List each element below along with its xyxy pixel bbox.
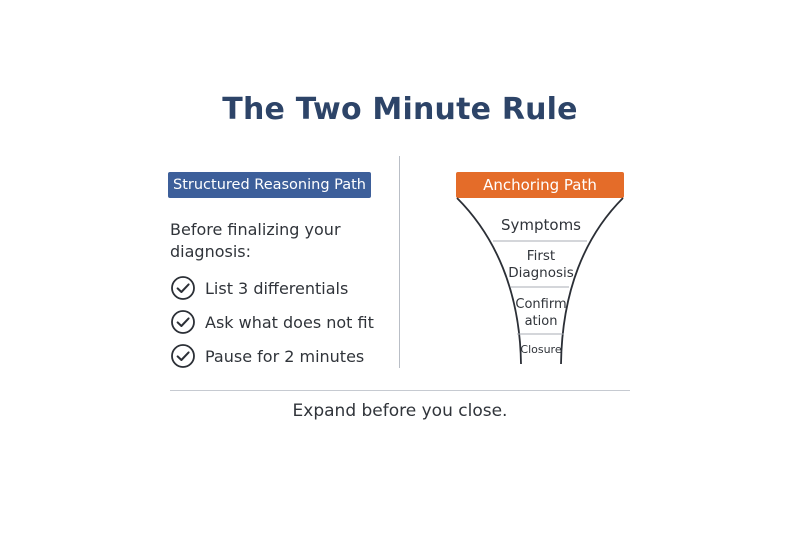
checklist-item: Pause for 2 minutes (170, 339, 374, 373)
footer-divider (170, 390, 630, 391)
column-divider (399, 156, 400, 368)
funnel-stage-closure: Closure (512, 343, 570, 356)
check-circle-icon (170, 309, 196, 335)
checklist-item-label: Pause for 2 minutes (205, 346, 365, 366)
structured-path-label: Structured Reasoning Path (168, 172, 371, 198)
funnel-stage-label: First Diagnosis (508, 248, 574, 281)
funnel-left-edge (456, 197, 522, 365)
funnel-right-edge (560, 197, 624, 365)
funnel-stage-symptoms: Symptoms (488, 216, 594, 234)
anchoring-funnel (456, 197, 624, 365)
structured-checklist: List 3 differentials Ask what does not f… (170, 271, 374, 373)
checklist-item: Ask what does not fit (170, 305, 374, 339)
anchoring-path-label: Anchoring Path (456, 172, 624, 198)
funnel-stage-first-diagnosis: First Diagnosis (500, 248, 582, 282)
page-title: The Two Minute Rule (222, 92, 578, 127)
checklist-item: List 3 differentials (170, 271, 374, 305)
checklist-item-label: Ask what does not fit (205, 312, 374, 332)
funnel-stage-confirmation: Confirm ation (506, 296, 576, 330)
checklist-item-label: List 3 differentials (205, 278, 349, 298)
funnel-stage-label: Confirm ation (515, 297, 567, 329)
check-circle-icon (170, 275, 196, 301)
funnel-stage-label: Closure (520, 343, 562, 356)
funnel-stage-label: Symptoms (500, 216, 582, 234)
structured-intro-text: Before finalizing your diagnosis: (170, 220, 341, 261)
check-circle-icon (170, 343, 196, 369)
footer-caption: Expand before you close. (292, 401, 508, 421)
